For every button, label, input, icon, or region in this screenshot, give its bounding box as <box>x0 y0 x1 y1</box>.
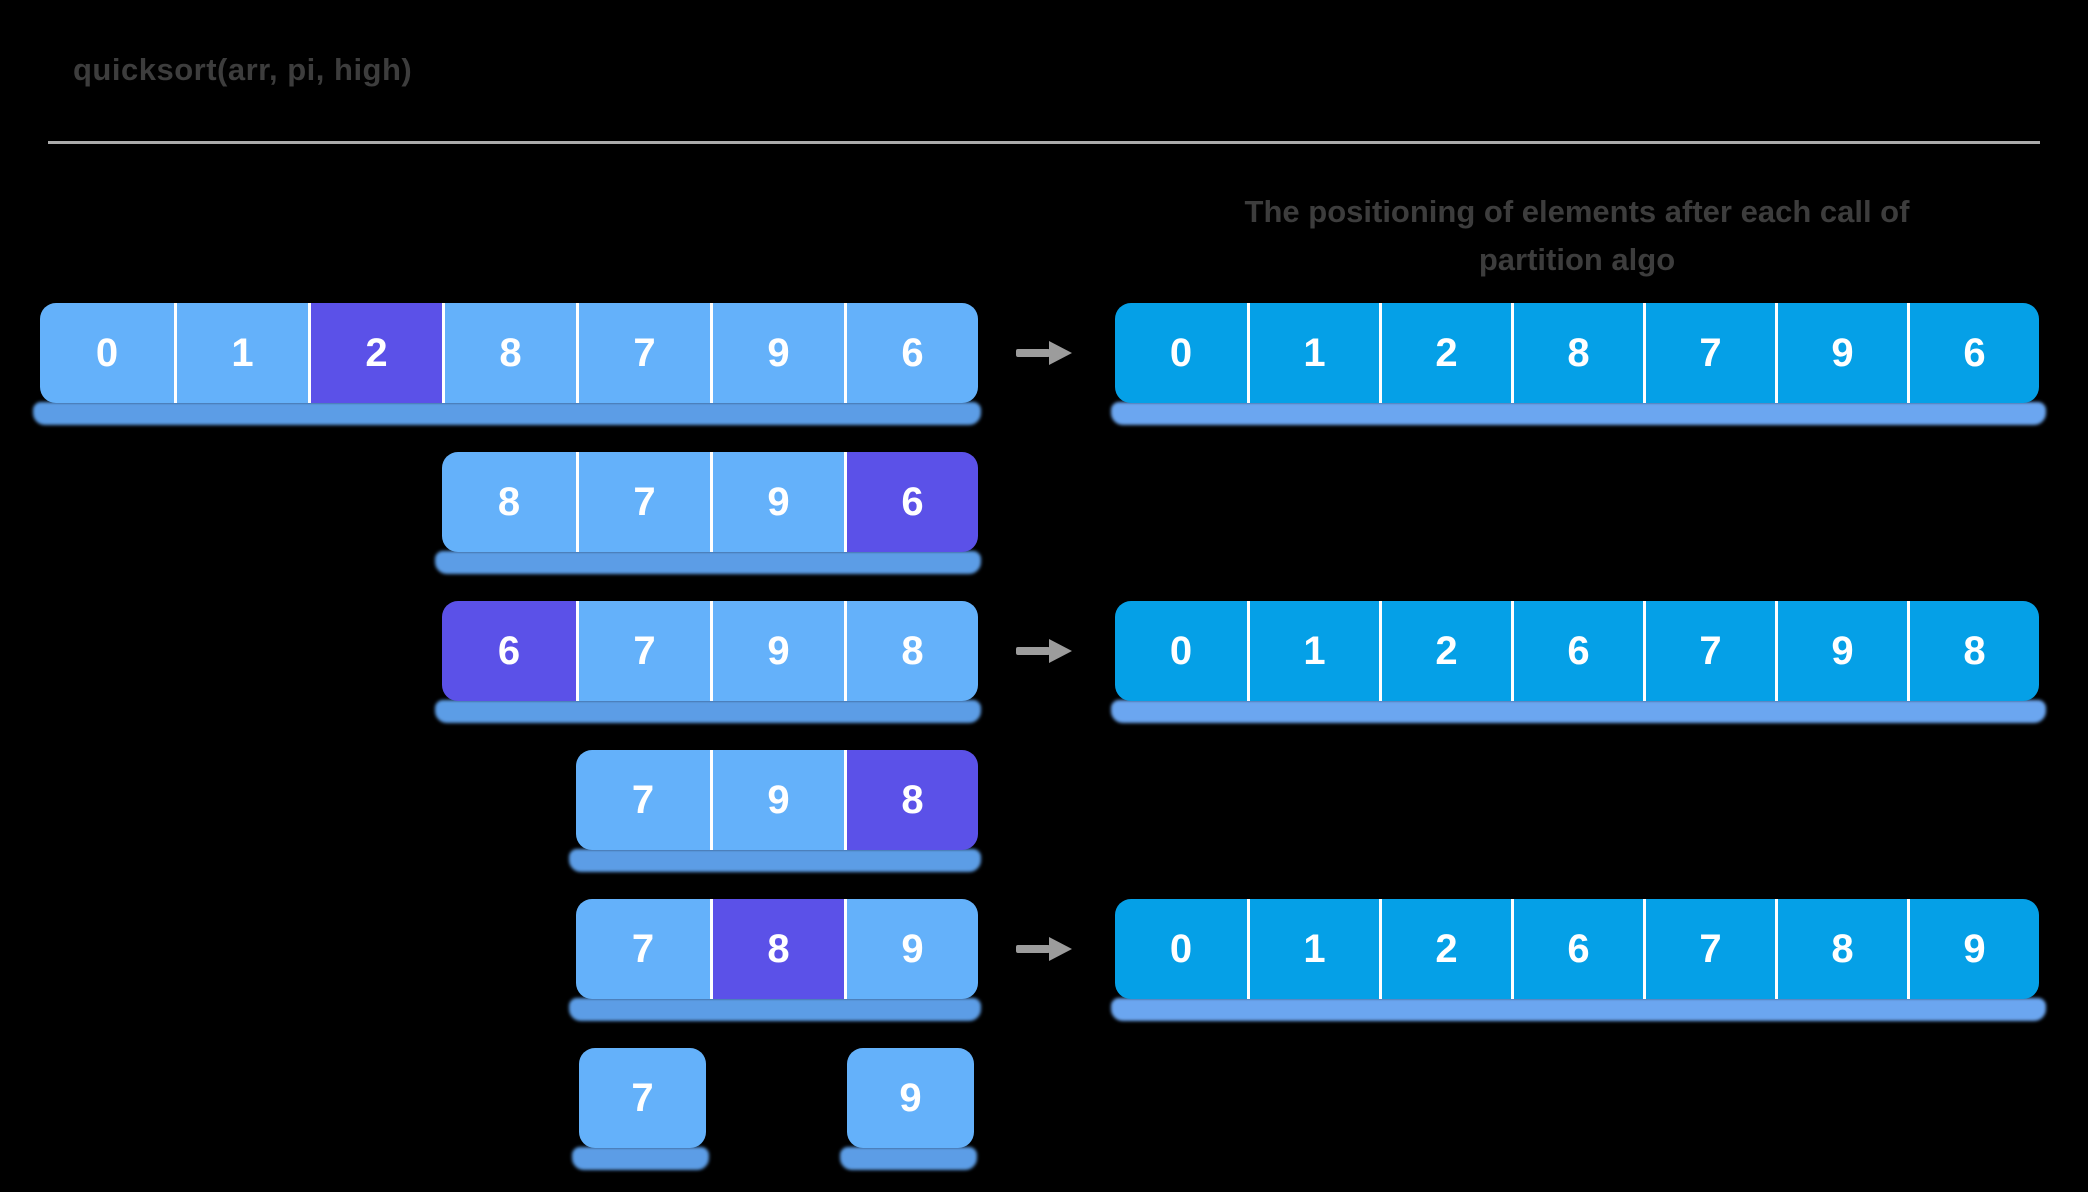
result-header: The positioning of elements after each c… <box>1115 188 2039 284</box>
arrow-shaft <box>1016 349 1050 357</box>
shadow-bar <box>569 849 981 872</box>
value-cell: 8 <box>1907 601 2039 701</box>
value-cell: 9 <box>710 601 844 701</box>
shadow-bar <box>435 551 981 574</box>
arrow-right-icon <box>1016 937 1072 961</box>
arrow-head <box>1049 639 1072 663</box>
value-cell: 8 <box>1775 899 1907 999</box>
result-header-line2: partition algo <box>1478 242 1676 277</box>
value-cell: 7 <box>1643 601 1775 701</box>
shadow-bar <box>572 1147 709 1170</box>
pivot-cell: 6 <box>442 601 576 701</box>
value-cell: 7 <box>576 601 710 701</box>
value-cell: 9 <box>710 452 844 552</box>
value-cell: 7 <box>1643 303 1775 403</box>
shadow-bar <box>33 402 981 425</box>
value-cell: 0 <box>1115 303 1247 403</box>
value-cell: 7 <box>576 899 710 999</box>
value-cell: 6 <box>1907 303 2039 403</box>
value-cell: 7 <box>576 303 710 403</box>
shadow-bar <box>1111 998 2046 1021</box>
arrow-right-icon <box>1016 341 1072 365</box>
value-cell: 9 <box>844 899 978 999</box>
value-cell: 0 <box>1115 601 1247 701</box>
value-cell: 7 <box>576 750 710 850</box>
value-cell: 9 <box>847 1048 974 1148</box>
single-box: 7 <box>572 1048 709 1170</box>
cells-row: 7 <box>579 1048 706 1148</box>
pivot-cell: 2 <box>308 303 442 403</box>
arrow-shaft <box>1016 945 1050 953</box>
value-cell: 2 <box>1379 303 1511 403</box>
result-header-line1: The positioning of elements after each c… <box>1244 194 1910 229</box>
shadow-bar <box>840 1147 977 1170</box>
value-cell: 9 <box>1907 899 2039 999</box>
value-cell: 2 <box>1379 899 1511 999</box>
value-cell: 6 <box>1511 601 1643 701</box>
value-cell: 0 <box>1115 899 1247 999</box>
value-cell: 6 <box>1511 899 1643 999</box>
value-cell: 8 <box>442 303 576 403</box>
pivot-cell: 8 <box>710 899 844 999</box>
value-cell: 1 <box>1247 303 1379 403</box>
page-title: quicksort(arr, pi, high) <box>73 52 413 87</box>
value-cell: 7 <box>576 452 710 552</box>
shadow-bar <box>569 998 981 1021</box>
value-cell: 9 <box>710 303 844 403</box>
single-box: 9 <box>840 1048 977 1170</box>
value-cell: 2 <box>1379 601 1511 701</box>
shadow-bar <box>435 700 981 723</box>
arrow-head <box>1049 937 1072 961</box>
value-cell: 6 <box>844 303 978 403</box>
value-cell: 0 <box>40 303 174 403</box>
value-cell: 1 <box>1247 899 1379 999</box>
shadow-bar <box>1111 700 2046 723</box>
pivot-cell: 6 <box>844 452 978 552</box>
value-cell: 9 <box>1775 601 1907 701</box>
arrow-shaft <box>1016 647 1050 655</box>
value-cell: 7 <box>579 1048 706 1148</box>
value-cell: 9 <box>1775 303 1907 403</box>
value-cell: 1 <box>1247 601 1379 701</box>
arrow-head <box>1049 341 1072 365</box>
arrow-right-icon <box>1016 639 1072 663</box>
value-cell: 8 <box>1511 303 1643 403</box>
cells-row: 9 <box>847 1048 974 1148</box>
divider-rule <box>48 141 2040 144</box>
value-cell: 8 <box>442 452 576 552</box>
value-cell: 8 <box>844 601 978 701</box>
value-cell: 7 <box>1643 899 1775 999</box>
pivot-cell: 8 <box>844 750 978 850</box>
shadow-bar <box>1111 402 2046 425</box>
value-cell: 9 <box>710 750 844 850</box>
value-cell: 1 <box>174 303 308 403</box>
